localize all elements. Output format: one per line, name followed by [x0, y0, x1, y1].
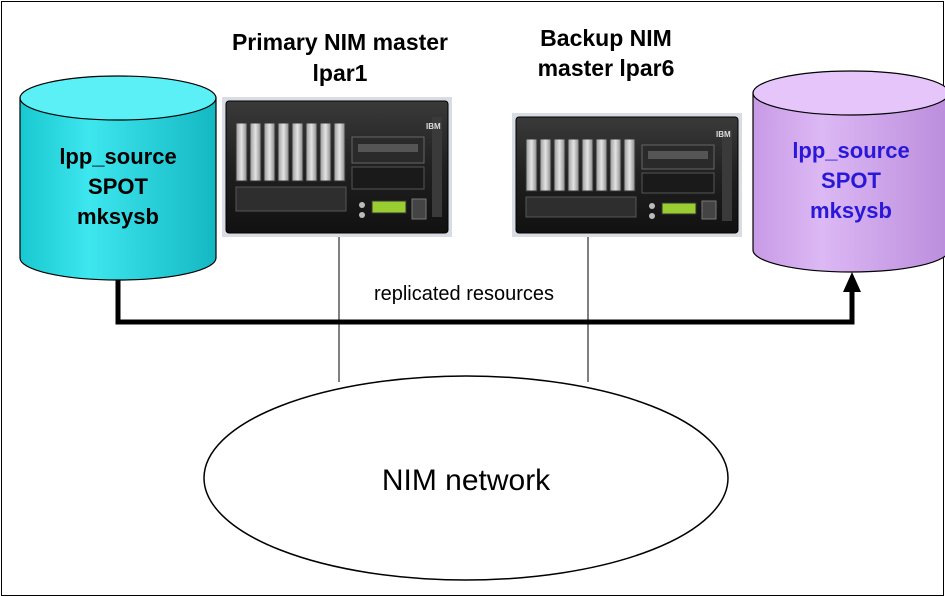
- backup-resource-spot: SPOT: [821, 168, 881, 193]
- drive-bay: [595, 138, 608, 192]
- drive-bay: [263, 122, 276, 182]
- drive-bay: [581, 138, 594, 192]
- backup-master-title-line1: Backup NIM: [540, 25, 672, 51]
- primary-server-image: IBM: [222, 97, 452, 237]
- drive-bay: [539, 138, 552, 192]
- drive-bay: [319, 122, 332, 182]
- drive-bay: [623, 138, 636, 192]
- primary-resource-spot: SPOT: [88, 174, 148, 199]
- replication-arrowhead: [843, 272, 861, 292]
- replication-label: replicated resources: [374, 283, 554, 305]
- drive-bay: [609, 138, 622, 192]
- nim-network-cloud: [203, 375, 729, 581]
- replication-path: [115, 277, 855, 325]
- primary-resource-lpp-source: lpp_source: [59, 144, 176, 169]
- drive-bay: [305, 122, 318, 182]
- drive-bay: [277, 122, 290, 182]
- drive-bay: [333, 122, 346, 182]
- primary-server-brand: IBM: [426, 122, 441, 131]
- backup-resource-lpp-source: lpp_source: [792, 138, 909, 163]
- backup-resource-mksysb: mksysb: [810, 198, 892, 223]
- primary-resource-mksysb: mksysb: [77, 204, 159, 229]
- backup-server-image: IBM: [512, 113, 742, 237]
- backup-server-brand: IBM: [716, 130, 731, 139]
- drive-bay: [291, 122, 304, 182]
- server-lower-panel: [235, 186, 347, 212]
- primary-resources-database: lpp_source SPOT mksysb: [19, 75, 217, 281]
- network-label: NIM network: [382, 464, 551, 497]
- backup-master-title-line2: master lpar6: [538, 55, 675, 81]
- primary-master-title-line2: lpar1: [313, 60, 368, 86]
- backup-resources-database: lpp_source SPOT mksysb: [752, 70, 945, 273]
- drive-bay: [525, 138, 538, 192]
- drive-bay: [567, 138, 580, 192]
- primary-master-title-line1: Primary NIM master: [232, 29, 448, 55]
- drive-bay: [249, 122, 262, 182]
- server-lower-panel: [525, 196, 637, 218]
- drive-bay: [235, 122, 248, 182]
- drive-bay: [553, 138, 566, 192]
